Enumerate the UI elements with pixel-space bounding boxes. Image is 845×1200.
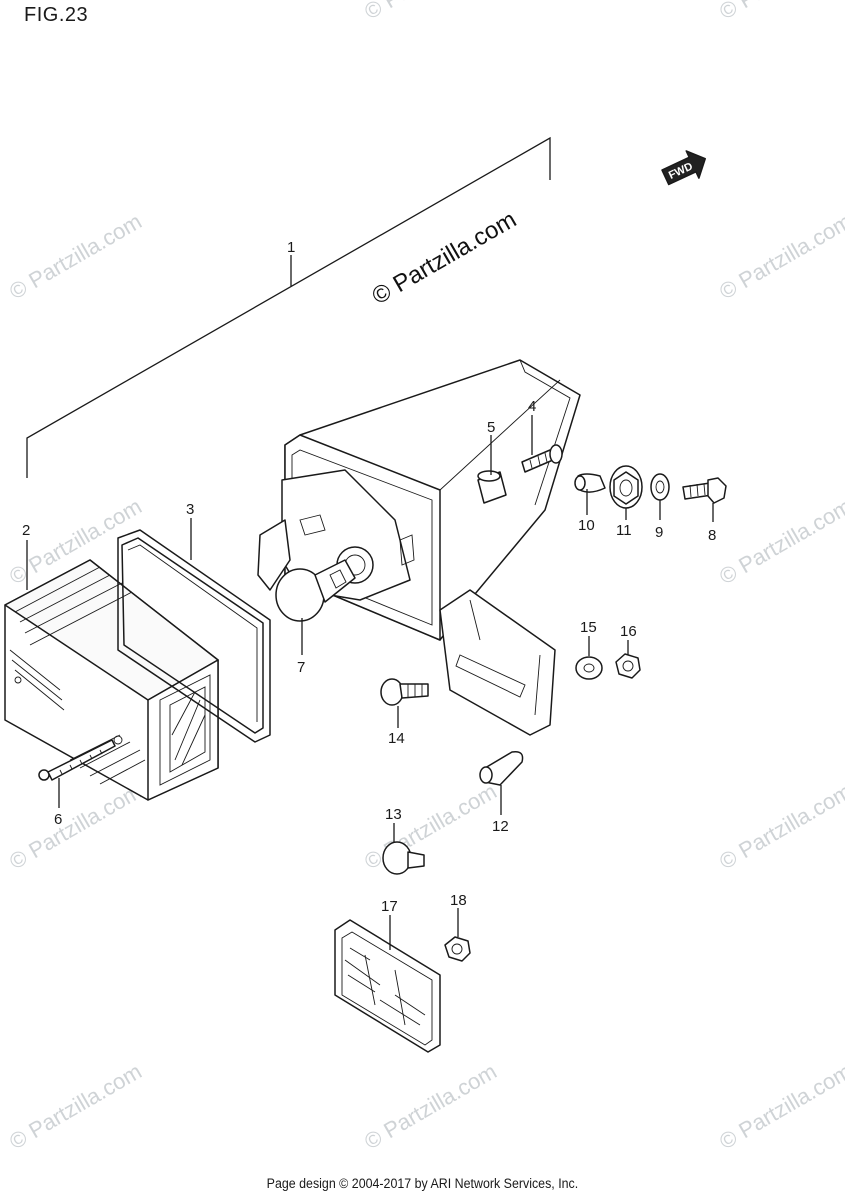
lamp-bulb [275,559,356,622]
assembly-bracket [26,136,551,478]
callout-8: 8 [708,527,716,544]
callout-11: 11 [616,522,632,539]
watermark: © Partzilla.com [5,779,146,875]
figure-title: FIG.23 [24,4,89,26]
watermark: © Partzilla.com [5,1059,146,1155]
watermark: © Partzilla.com [715,1059,845,1155]
washer-lower [575,656,603,680]
callout-5: 5 [487,419,495,436]
collar-spacer [477,470,507,504]
hex-nut [615,653,641,679]
callout-13: 13 [385,806,402,823]
callout-labels: 1 2 3 4 5 6 7 8 9 10 11 12 13 14 15 16 1… [22,239,716,915]
callout-1: 1 [287,239,295,256]
callout-9: 9 [655,524,663,541]
callout-18: 18 [450,892,467,909]
lens-screw [38,739,116,781]
callout-14: 14 [388,730,405,747]
callout-3: 3 [186,501,194,518]
leader-lines [26,415,714,950]
watermark: © Partzilla.com [360,1059,501,1155]
callout-16: 16 [620,623,637,640]
callout-15: 15 [580,619,597,636]
callout-4: 4 [528,398,536,415]
reflector [334,919,441,1053]
watermark: © Partzilla.com [360,779,501,875]
lens-gasket [117,529,271,743]
page-footer: Page design © 2004-2017 by ARI Network S… [266,1176,579,1191]
grommet [382,841,425,875]
watermark: © Partzilla.com [715,0,845,24]
cushion [574,473,606,493]
reflector-nut [444,936,471,962]
flange-nut [609,465,643,509]
callout-6: 6 [54,811,62,828]
watermark: © Partzilla.com [715,209,845,305]
watermark: © Partzilla.com [5,209,146,305]
bracket-bolt [380,678,429,706]
watermark: © Partzilla.com [715,779,845,875]
housing-bolt [521,444,563,473]
tail-lamp-lens [4,559,219,801]
callout-10: 10 [578,517,595,534]
callout-7: 7 [297,659,305,676]
callout-12: 12 [492,818,509,835]
callout-2: 2 [22,522,30,539]
main-watermark: © Partzilla.com [368,206,522,310]
watermark: © Partzilla.com [715,494,845,590]
plug-cushion [479,750,524,786]
watermark: © Partzilla.com [360,0,501,24]
mounting-bolt [682,477,727,504]
washer [650,473,670,501]
parts-diagram: © Partzilla.com © Partzilla.com © Partzi… [4,0,845,1155]
fwd-arrow-icon: FWD [661,150,707,186]
callout-17: 17 [381,898,398,915]
